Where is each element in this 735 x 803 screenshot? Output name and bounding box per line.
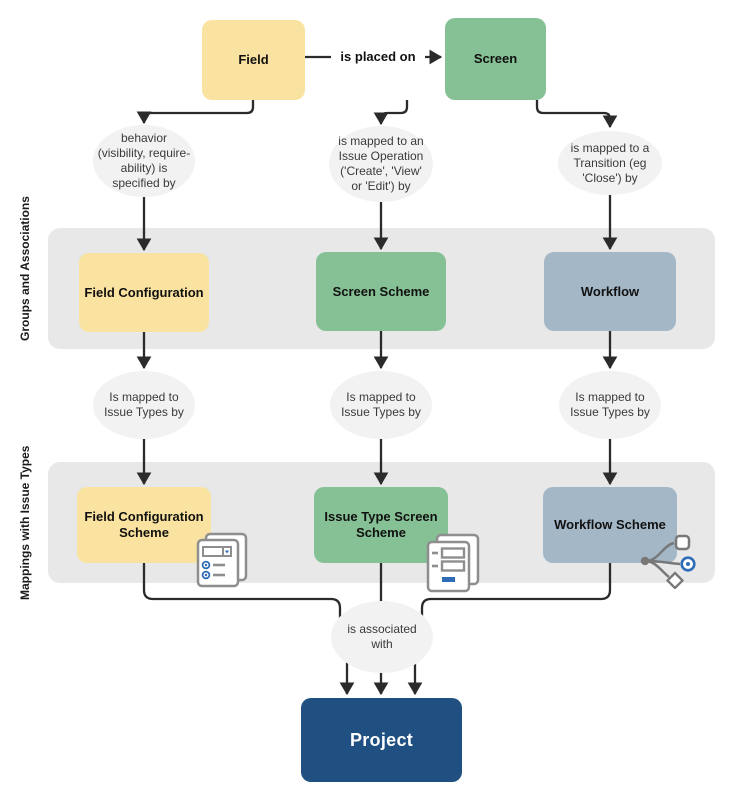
edge-fcs-to-associated	[142, 563, 342, 620]
node-screen: Screen	[445, 18, 546, 100]
form-fields-icon	[196, 532, 248, 588]
node-workflow-scheme: Workflow Scheme	[543, 487, 677, 563]
edge-screen-to-transition	[535, 100, 618, 129]
ellipse-wf-mapped-to-issue-types: Is mapped to Issue Types by	[559, 371, 661, 439]
ellipse-fc-mapped-to-issue-types: Is mapped to Issue Types by	[93, 371, 195, 439]
screen-form-icon	[426, 533, 480, 593]
node-field: Field	[202, 20, 305, 100]
node-field-configuration-scheme: Field Configuration Scheme	[77, 487, 211, 563]
node-screen-scheme: Screen Scheme	[316, 252, 446, 331]
workflow-branch-icon	[640, 534, 696, 589]
band-label-mappings-with-issue-types: Mappings with Issue Types	[18, 445, 32, 600]
band-label-groups-and-associations: Groups and Associations	[18, 196, 32, 342]
ellipse-transition: is mapped to a Transition (eg 'Close') b…	[558, 131, 662, 195]
node-workflow: Workflow	[544, 252, 676, 331]
node-field-configuration: Field Configuration	[79, 253, 209, 332]
ellipse-issue-operation: is mapped to an Issue Operation ('Create…	[329, 126, 433, 202]
ellipse-field-behavior: behavior (visibility, require- ability) …	[93, 125, 195, 197]
ellipse-is-associated-with: is associated with	[331, 601, 433, 673]
node-project: Project	[301, 698, 462, 782]
edge-ws-to-associated	[420, 563, 612, 620]
ellipse-ss-mapped-to-issue-types: Is mapped to Issue Types by	[330, 371, 432, 439]
edge-screen-to-issue-operation	[373, 100, 409, 126]
edge-label-is-placed-on: is placed on	[331, 49, 425, 64]
node-issue-type-screen-scheme: Issue Type Screen Scheme	[314, 487, 448, 563]
edge-field-to-behavior	[136, 100, 255, 125]
